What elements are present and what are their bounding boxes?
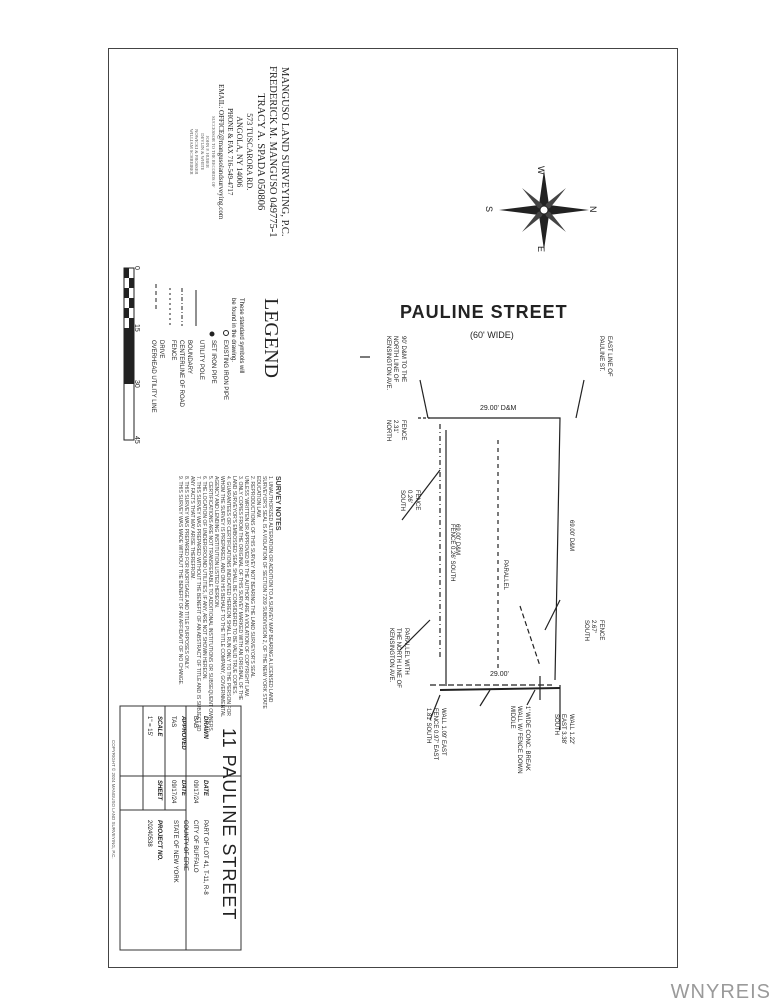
- approved-value: TAS: [170, 716, 176, 728]
- watermark: WNYREIS: [670, 981, 771, 1003]
- wall-note-2: WALL 1.09' EAST FENCE 0.97' EAST 1.81' S…: [425, 708, 446, 761]
- legend-item-6: DRIVE: [158, 340, 164, 359]
- survey-note-line: WHOM THE SURVEY IS PREPARED, AND ON HIS …: [219, 476, 225, 717]
- survey-sheet: [108, 48, 678, 968]
- survey-note-line: 3. ONLY COPIES FROM THE ORIGINAL OF THIS…: [237, 476, 243, 701]
- approved-label: APPROVED: [180, 716, 186, 750]
- legend-item-7: OVERHEAD UTILITY LINE: [150, 340, 156, 413]
- street-name: PAULINE STREET: [400, 302, 568, 322]
- parallel-with-label: PARALLEL WITH THE NORTH LINE OF KENSINGT…: [388, 628, 409, 688]
- survey-note-line: 7. THIS SURVEY WAS PREPARED WITHOUT THE …: [195, 476, 201, 732]
- approved-date-label: DATE: [180, 780, 186, 796]
- scale-value: 1" = 15': [146, 716, 152, 737]
- survey-notes-title: SURVEY NOTES: [274, 476, 281, 531]
- scale-label: SCALE: [156, 716, 162, 737]
- survey-note-line: UNLESS 'WRITTEN OR APPROVED BY THE AUTHO…: [243, 476, 249, 698]
- legend-item-1: SET IRON PIPE: [210, 340, 216, 384]
- survey-note-line: 4. GUARANTEES OR CERTIFICATIONS INDICATE…: [225, 476, 231, 716]
- compass-east: N: [588, 206, 598, 213]
- break-wall-note: 1' WIDE CONC. BREAK WALL W/ FENCE DOWN M…: [509, 706, 530, 774]
- fence-west-note: FENCE 0.26' SOUTH: [399, 490, 420, 511]
- fence-north-note: FENCE 2.31' NORTH: [385, 420, 406, 442]
- scale-label-45: 45: [133, 436, 140, 444]
- survey-note-line: 2. REPRODUCTIONS OF THIS SURVEY NOT BEAR…: [249, 476, 255, 678]
- compass-west: S: [484, 206, 494, 213]
- project-number: 20240538: [146, 820, 152, 847]
- scale-label-15: 15: [133, 324, 140, 332]
- legend-item-0: EXISTING IRON PIPE: [222, 340, 228, 401]
- wall-note-1: WALL 1.22' EAST 3.38' SOUTH: [553, 714, 574, 745]
- title-block-title: 11 PAULINE STREET: [219, 728, 239, 921]
- date-label: DATE: [202, 780, 208, 796]
- legend-item-5: FENCE: [170, 340, 176, 361]
- compass-rose-icon: [499, 170, 589, 250]
- approved-date: 09/17/24: [170, 780, 176, 804]
- east-line-label: EAST LINE OF PAULINE ST.: [598, 336, 613, 377]
- copyright-note: COPYRIGHT © 2024 MANGUSO LAND SURVEYING,…: [111, 740, 116, 859]
- lot-boundary: [360, 356, 585, 730]
- city-name: CITY OF BUFFALO: [192, 820, 198, 873]
- scale-label-0: 0: [133, 266, 140, 270]
- state-name: STATE OF NEW YORK: [172, 820, 178, 883]
- project-label: PROJECT NO.: [156, 820, 162, 861]
- legend-title: LEGEND: [260, 298, 282, 378]
- survey-notes: SURVEY NOTES 1. UNAUTHORIZED ALTERATION …: [177, 476, 282, 732]
- drawn-value: BAB: [192, 716, 198, 729]
- scale-label-30: 30: [133, 380, 140, 388]
- street-width: (60' WIDE): [470, 330, 514, 340]
- survey-note-line: LAND SURVEYOR'S EMBOSSED SEAL SHALL BE C…: [231, 476, 237, 695]
- sheet-label: SHEET: [156, 780, 162, 801]
- survey-note-line: 8. THIS SURVEY WAS PREPARED FOR MORTGAGE…: [183, 476, 189, 670]
- legend-intro-1: These standard symbols will: [238, 298, 244, 374]
- survey-note-line: SURVEYOR'S SEAL IS A VIOLATION OF SECTIO…: [261, 476, 267, 709]
- legend-item-3: BOUNDARY: [186, 340, 192, 374]
- legend-item-2: UTILITY POLE: [198, 340, 204, 380]
- front-dimension: 29.00' D&M: [480, 405, 517, 412]
- drawn-date: 09/17/24: [192, 780, 198, 804]
- part-of-lot: PART OF LOT 41, T-11, R-8: [202, 820, 208, 895]
- east-side-dimension: 69.00' D&M: [568, 520, 574, 552]
- north-line-distance: 90' D&M TO THE NORTH LINE OF KENSINGTON …: [385, 336, 406, 391]
- legend-item-4: CENTERLINE OF ROAD: [178, 340, 184, 408]
- parallel-label: PARALLEL: [502, 560, 508, 590]
- legend-intro-2: be found in the drawing.: [230, 298, 236, 363]
- compass-south: E: [536, 246, 546, 253]
- legend-symbols: [155, 284, 229, 337]
- rear-dimension: 29.00': [490, 671, 509, 678]
- survey-note-line: 5. CERTIFICATIONS ARE NOT TRANSFERABLE T…: [207, 476, 213, 733]
- title-block-frame: [119, 705, 242, 951]
- compass-north: W: [536, 166, 546, 175]
- county-name: COUNTY OF ERIE: [182, 820, 188, 871]
- fence-center-note: FENCE 0.26' SOUTH: [449, 524, 455, 582]
- scale-bar: [123, 267, 135, 441]
- survey-note-line: 9. THIS SURVEY WAS MADE WITHOUT THE BENE…: [177, 476, 183, 686]
- survey-note-line: 1. UNAUTHORIZED ALTERATION OR ADDITION T…: [267, 476, 273, 703]
- fence-southeast-note: FENCE 2.67' SOUTH: [583, 620, 604, 641]
- drawn-label: DRAWN: [202, 716, 208, 739]
